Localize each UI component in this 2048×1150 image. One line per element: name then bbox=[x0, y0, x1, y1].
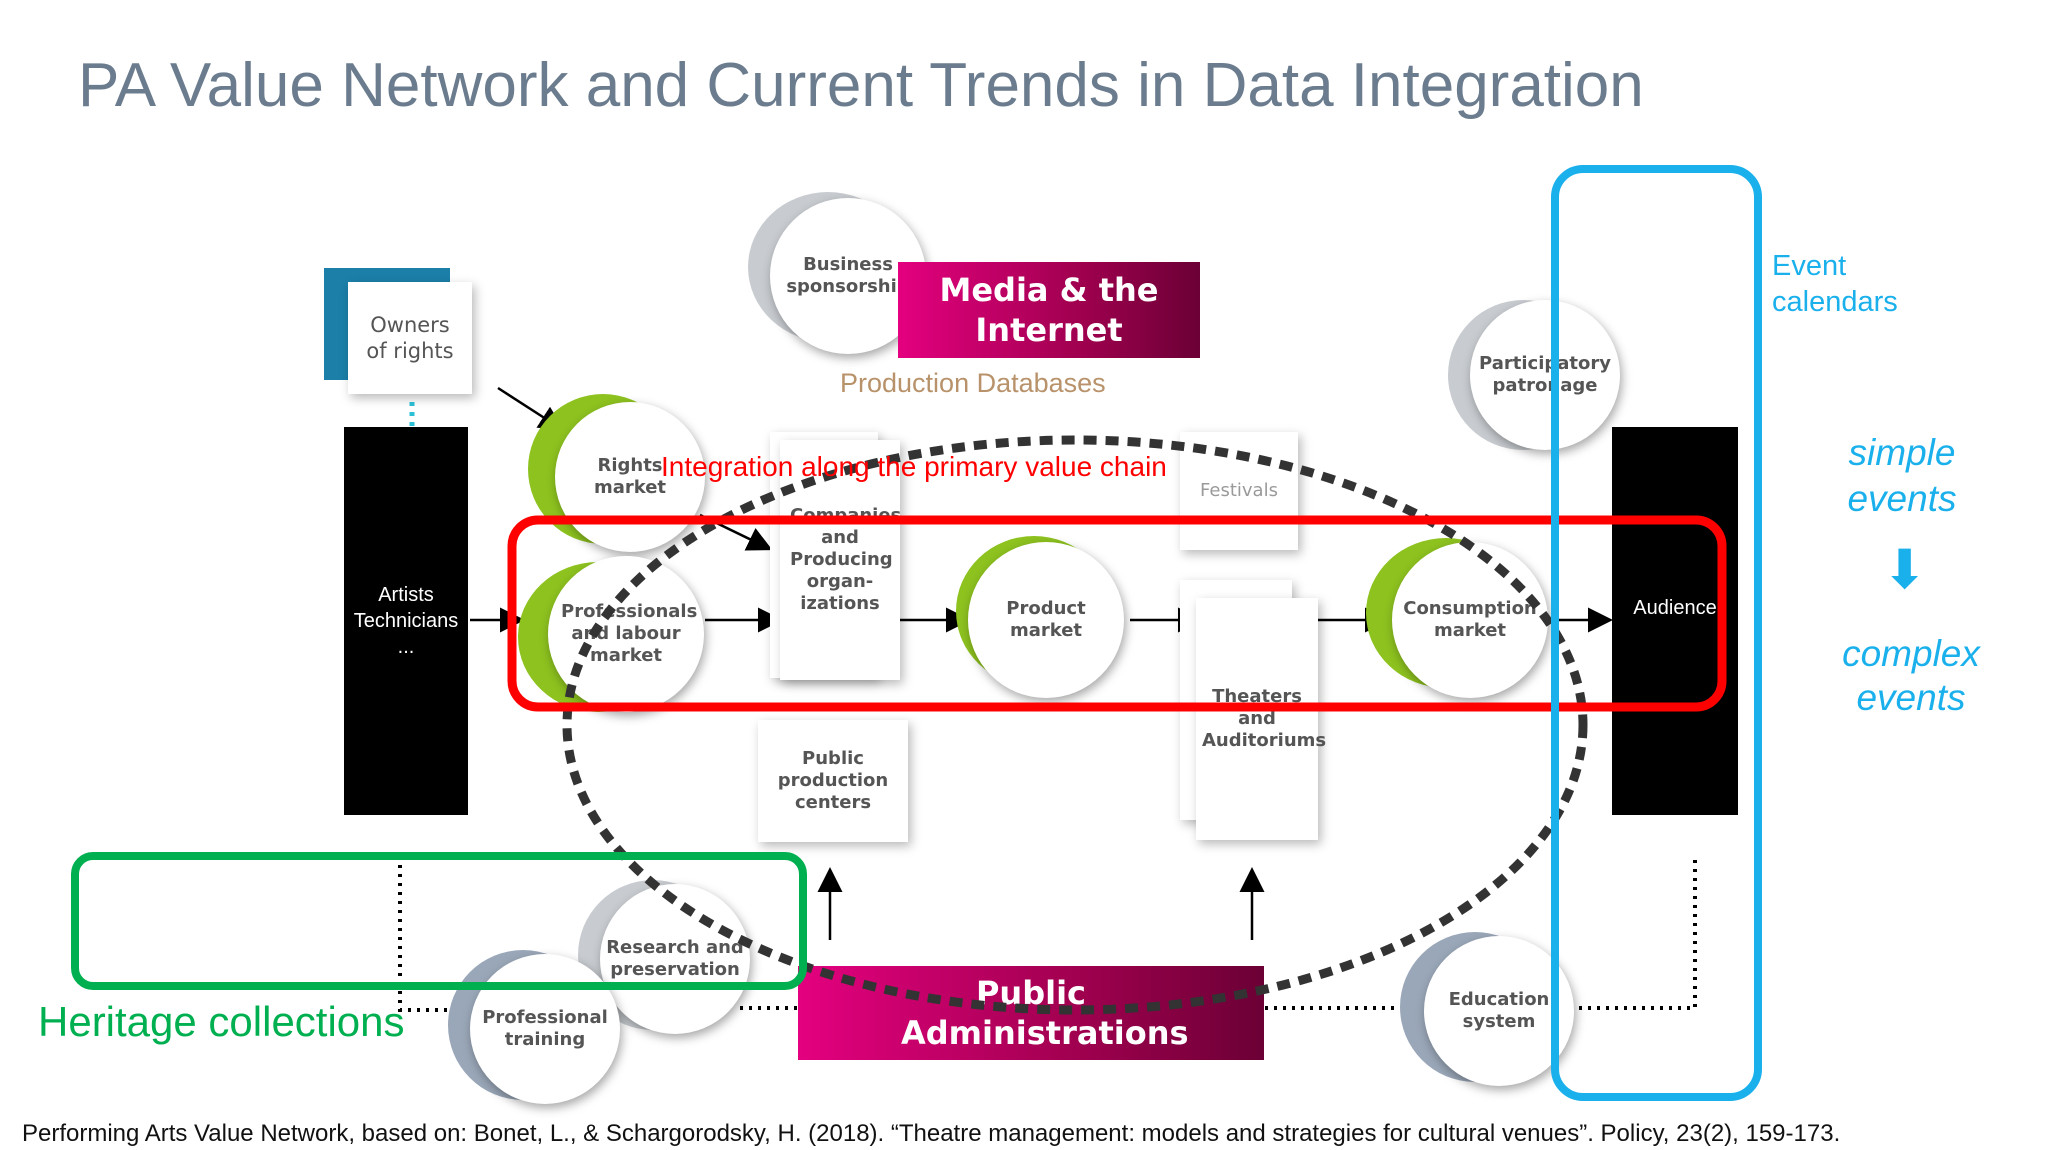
audience-label: Audience bbox=[1633, 597, 1717, 619]
business-sponsorship-label: Business sponsorship bbox=[786, 254, 910, 297]
product-market-label: Product market bbox=[1006, 598, 1086, 641]
theaters-label: Theaters and Auditoriums bbox=[1202, 686, 1327, 751]
consumption-market-label: Consumption market bbox=[1403, 598, 1537, 641]
integration-label: Integration along the primary value chai… bbox=[661, 451, 1167, 482]
integration-rectangle bbox=[507, 515, 1727, 712]
simple-events-label: simple events bbox=[1847, 432, 1957, 519]
research-label: Research and preservation bbox=[606, 937, 744, 980]
consumption-market-circle: Consumption market bbox=[1392, 542, 1548, 698]
rights-market-circle: Rights market bbox=[555, 402, 705, 552]
education-circle: Education system bbox=[1424, 936, 1574, 1086]
professional-training-circle: Professional training bbox=[470, 954, 620, 1104]
heritage-rectangle bbox=[71, 852, 807, 990]
artists-bar: Artists Technicians ... bbox=[344, 427, 468, 815]
production-databases-ellipse bbox=[562, 435, 1588, 1015]
rights-market-label: Rights market bbox=[593, 455, 667, 498]
slide-title: PA Value Network and Current Trends in D… bbox=[78, 51, 1644, 120]
product-market-circle: Product market bbox=[968, 542, 1124, 698]
professional-training-label: Professional training bbox=[482, 1007, 608, 1050]
public-production-label: Public production centers bbox=[777, 748, 889, 813]
public-administrations-box: Public Administrations bbox=[798, 966, 1264, 1060]
complex-events-label: complex events bbox=[1842, 633, 1980, 718]
left-dotted-link bbox=[398, 865, 455, 1012]
artists-label: Artists Technicians ... bbox=[353, 584, 459, 658]
event-calendars-rectangle bbox=[1551, 165, 1762, 1101]
research-circle: Research and preservation bbox=[600, 884, 750, 1034]
participatory-label: Participatory patronage bbox=[1479, 353, 1611, 396]
owners-of-rights-label: Owners of rights bbox=[366, 313, 454, 363]
media-internet-box: Media & the Internet bbox=[898, 262, 1200, 358]
participatory-circle: Participatory patronage bbox=[1470, 300, 1620, 450]
festivals-label: Festivals bbox=[1200, 480, 1278, 501]
production-databases-label: Production Databases bbox=[840, 368, 1106, 398]
heritage-collections-label: Heritage collections bbox=[38, 998, 405, 1045]
down-arrow-icon: ⬇ bbox=[1882, 540, 1928, 600]
event-calendars-label: Event calendars bbox=[1772, 250, 1898, 318]
theaters-box: Theaters and Auditoriums bbox=[1196, 598, 1327, 840]
public-production-box: Public production centers bbox=[758, 720, 908, 842]
footnote: Performing Arts Value Network, based on:… bbox=[22, 1120, 1841, 1147]
education-label: Education system bbox=[1448, 989, 1550, 1032]
owners-of-rights-box: Owners of rights bbox=[348, 282, 472, 394]
media-internet-label: Media & the Internet bbox=[939, 271, 1159, 349]
audience-bar: Audience bbox=[1612, 427, 1738, 815]
